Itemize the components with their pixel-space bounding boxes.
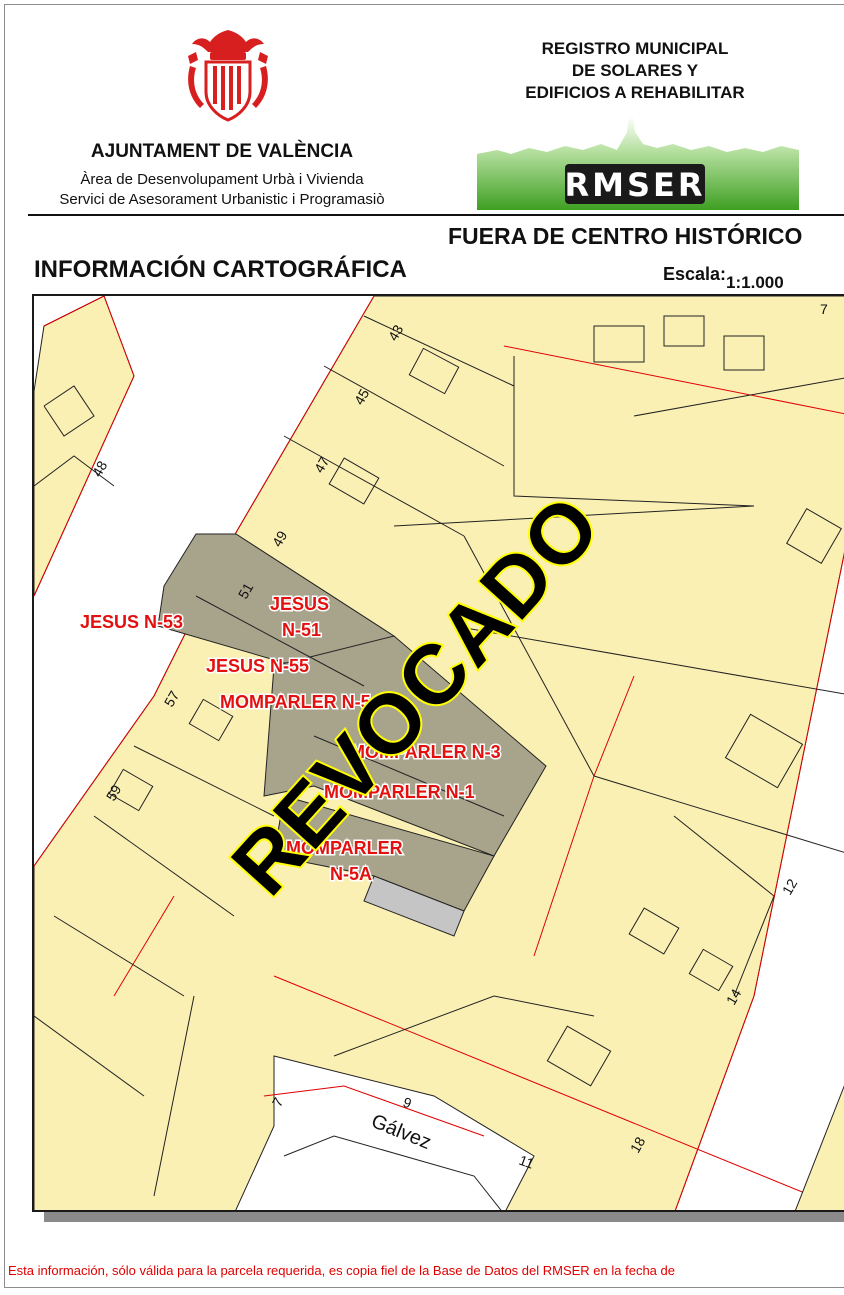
- city-coat-of-arms-icon: [188, 30, 268, 122]
- cadastral-map[interactable]: 43 45 47 49 51 57 59 48 7 12 14 18 7 9 1…: [32, 294, 844, 1212]
- city-name: AJUNTAMENT DE VALÈNCIA: [90, 141, 354, 162]
- house-number: 59: [103, 782, 125, 804]
- registry-title-line: REGISTRO MUNICIPAL: [541, 39, 729, 58]
- parcel-label: JESUS N-55: [206, 656, 309, 676]
- parcel-label: MOMPARLER N-3: [350, 742, 501, 762]
- map-heading: INFORMACIÓN CARTOGRÁFICA: [34, 256, 407, 283]
- service-line: Servici de Asesorament Urbanistic i Prog…: [59, 191, 385, 208]
- house-number: 43: [385, 322, 407, 344]
- parcel-label: MOMPARLER: [286, 838, 403, 858]
- house-number: 11: [517, 1152, 536, 1172]
- selected-parcels: [157, 533, 547, 937]
- house-number: 48: [89, 458, 111, 480]
- page-frame: [4, 4, 844, 1288]
- map-canvas: 43 45 47 49 51 57 59 48 7 12 14 18 7 9 1…: [34, 296, 844, 1210]
- house-numbers: 43 45 47 49 51 57 59 48 7 12 14 18 7 9 1…: [89, 301, 828, 1172]
- section-title: FUERA DE CENTRO HISTÓRICO: [448, 223, 803, 249]
- parcel-labels: JESUS N-53 JESUS N-51 JESUS N-55 MOMPARL…: [79, 593, 503, 886]
- scale-indicator: Escala:1:1.000: [663, 264, 784, 292]
- house-number: 7: [820, 301, 828, 317]
- scale-value: 1:1.000: [726, 273, 784, 292]
- left-block: [34, 296, 135, 597]
- registry-title-line: DE SOLARES Y: [571, 61, 699, 80]
- rmser-logo-text: RMSER: [564, 166, 705, 204]
- registry-title-line: EDIFICIOS A REHABILITAR: [525, 83, 745, 102]
- rmser-logo: RMSER: [477, 116, 799, 210]
- scale-label: Escala:: [663, 264, 727, 284]
- house-number: 47: [311, 454, 333, 476]
- parcel-label: MOMPARLER N-1: [324, 782, 475, 802]
- parcel-label: N-5A: [330, 864, 372, 884]
- house-number: 51: [235, 580, 257, 602]
- parcel-label: JESUS N-53: [80, 612, 183, 632]
- house-number: 45: [351, 386, 373, 408]
- street-area: [235, 1055, 844, 1210]
- header-divider: [28, 214, 844, 216]
- department-line: Àrea de Desenvolupament Urbà i Vivienda: [80, 171, 364, 188]
- house-number: 12: [779, 876, 801, 898]
- footer-disclaimer: Esta información, sólo válida para la pa…: [8, 1263, 675, 1278]
- parcel-label: JESUS: [270, 594, 329, 614]
- house-number: 57: [161, 688, 183, 710]
- map-shadow: [44, 1210, 844, 1222]
- parcel-label: MOMPARLER N-5: [220, 692, 371, 712]
- parcel-label: N-51: [282, 620, 321, 640]
- house-number: 49: [269, 528, 291, 550]
- house-number: 18: [627, 1134, 649, 1156]
- house-number: 14: [723, 986, 745, 1008]
